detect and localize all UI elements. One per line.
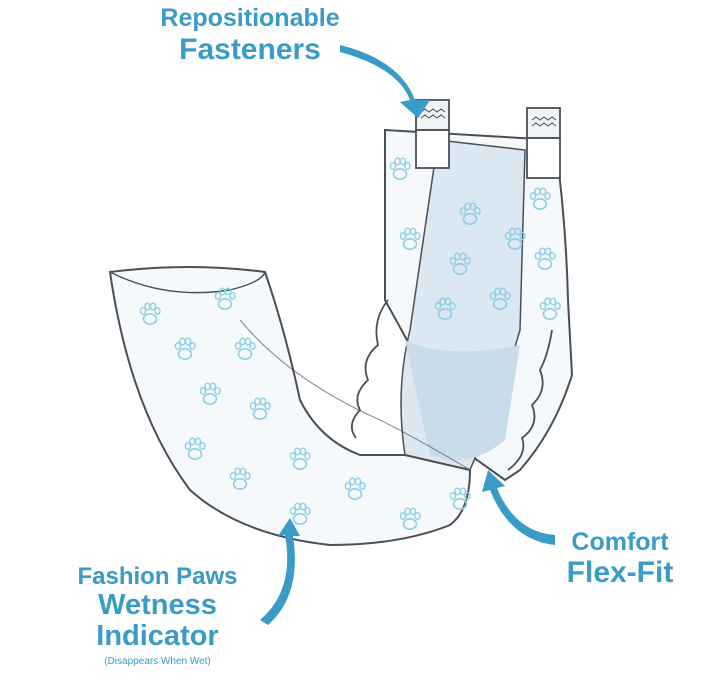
wetness-note: (Disappears When Wet): [104, 656, 211, 667]
flexfit-label-line1: Comfort: [571, 528, 669, 556]
flexfit-label-line2: Flex-Fit: [566, 556, 674, 589]
curved-arrow-icon: [260, 45, 555, 625]
elastic-right: [507, 329, 553, 471]
callout-fasteners: Repositionable Fasteners: [0, 6, 500, 65]
fasteners-label-line2: Fasteners: [179, 33, 321, 66]
elastic-left: [350, 299, 389, 439]
fasteners-label-line1: Repositionable: [160, 4, 340, 32]
callout-wetness-indicator: Fashion Paws Wetness Indicator (Disappea…: [20, 565, 295, 667]
wetness-label-line3: Indicator: [96, 620, 219, 652]
fastener-tab-right-icon: [526, 107, 561, 179]
wetness-label-line1: Fashion Paws: [77, 563, 238, 590]
wetness-label-line2: Wetness: [98, 589, 217, 621]
front-panel: [108, 266, 472, 547]
callout-flexfit: Comfort Flex-Fit: [540, 530, 700, 588]
